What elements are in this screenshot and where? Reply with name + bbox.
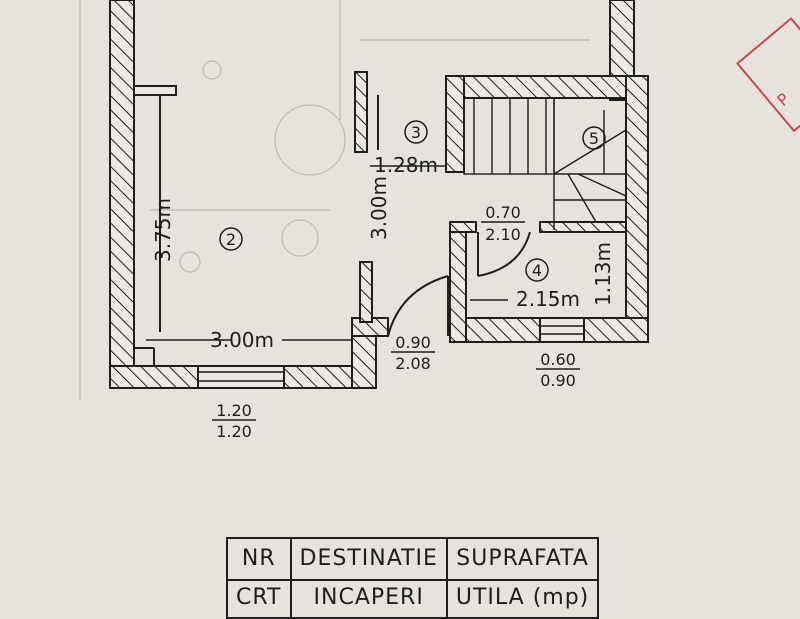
room-label-5: 5 [582, 126, 606, 150]
room-number-5: 5 [589, 129, 599, 148]
door-entrance-swing [387, 275, 449, 337]
window-bottom [197, 365, 285, 389]
dim-room2-width: 3.00m [210, 328, 274, 352]
rooms-table: NR DESTINATIE SUPRAFATA CRT INCAPERI UTI… [226, 537, 600, 619]
table-header-nr: NR [226, 537, 292, 581]
walls-right-block [445, 0, 649, 343]
dim-room4-width: 2.15m [516, 287, 580, 311]
window-room-4 [539, 317, 585, 343]
window-room4-width: 0.60 [540, 350, 576, 369]
room-number-4: 4 [532, 261, 542, 280]
walls-room-2 [109, 0, 389, 389]
stamp-text: P [773, 89, 793, 110]
room-label-3: 3 [404, 120, 428, 144]
table-header-row-2: CRT INCAPERI UTILA (mp) [226, 579, 600, 619]
opening-label-door-entrance: 0.90 2.08 [391, 333, 435, 373]
opening-label-window-bottom: 1.20 1.20 [212, 401, 256, 441]
door-room4-height: 2.10 [485, 225, 521, 244]
partition-wall [354, 71, 379, 323]
opening-label-window-room-4: 0.60 0.90 [536, 350, 580, 390]
dim-room3-height: 3.00m [367, 176, 391, 240]
table-header-row: NR DESTINATIE SUPRAFATA [226, 537, 600, 581]
dim-room4-height: 1.13m [591, 242, 615, 306]
table-header-utila: UTILA (mp) [445, 579, 600, 619]
room-label-2: 2 [219, 227, 243, 251]
table-header-incaperi: INCAPERI [289, 579, 448, 619]
room-number-2: 2 [226, 230, 236, 249]
table-header-destinatie: DESTINATIE [289, 537, 448, 581]
paper-bleed-through [79, 0, 590, 400]
window-room4-height: 0.90 [540, 371, 576, 390]
door-entrance-height: 2.08 [395, 354, 431, 373]
door-room4-width: 0.70 [485, 203, 521, 222]
room-number-3: 3 [411, 123, 421, 142]
window-bottom-height: 1.20 [216, 422, 252, 441]
dim-room2-height: 3.75m [151, 198, 175, 262]
window-bottom-width: 1.20 [216, 401, 252, 420]
opening-label-door-room-4: 0.70 2.10 [481, 203, 525, 244]
wall-stub-upper-left [133, 85, 177, 332]
stamp: P [736, 17, 800, 133]
table-header-suprafata: SUPRAFATA [445, 537, 600, 581]
room-label-4: 4 [525, 258, 549, 282]
staircase [463, 97, 627, 230]
door-room-4-swing [477, 231, 531, 277]
dim-room3-width: 1.28m [374, 153, 438, 177]
door-entrance-width: 0.90 [395, 333, 431, 352]
table-header-crt: CRT [226, 579, 292, 619]
floor-plan: P [79, 0, 800, 441]
